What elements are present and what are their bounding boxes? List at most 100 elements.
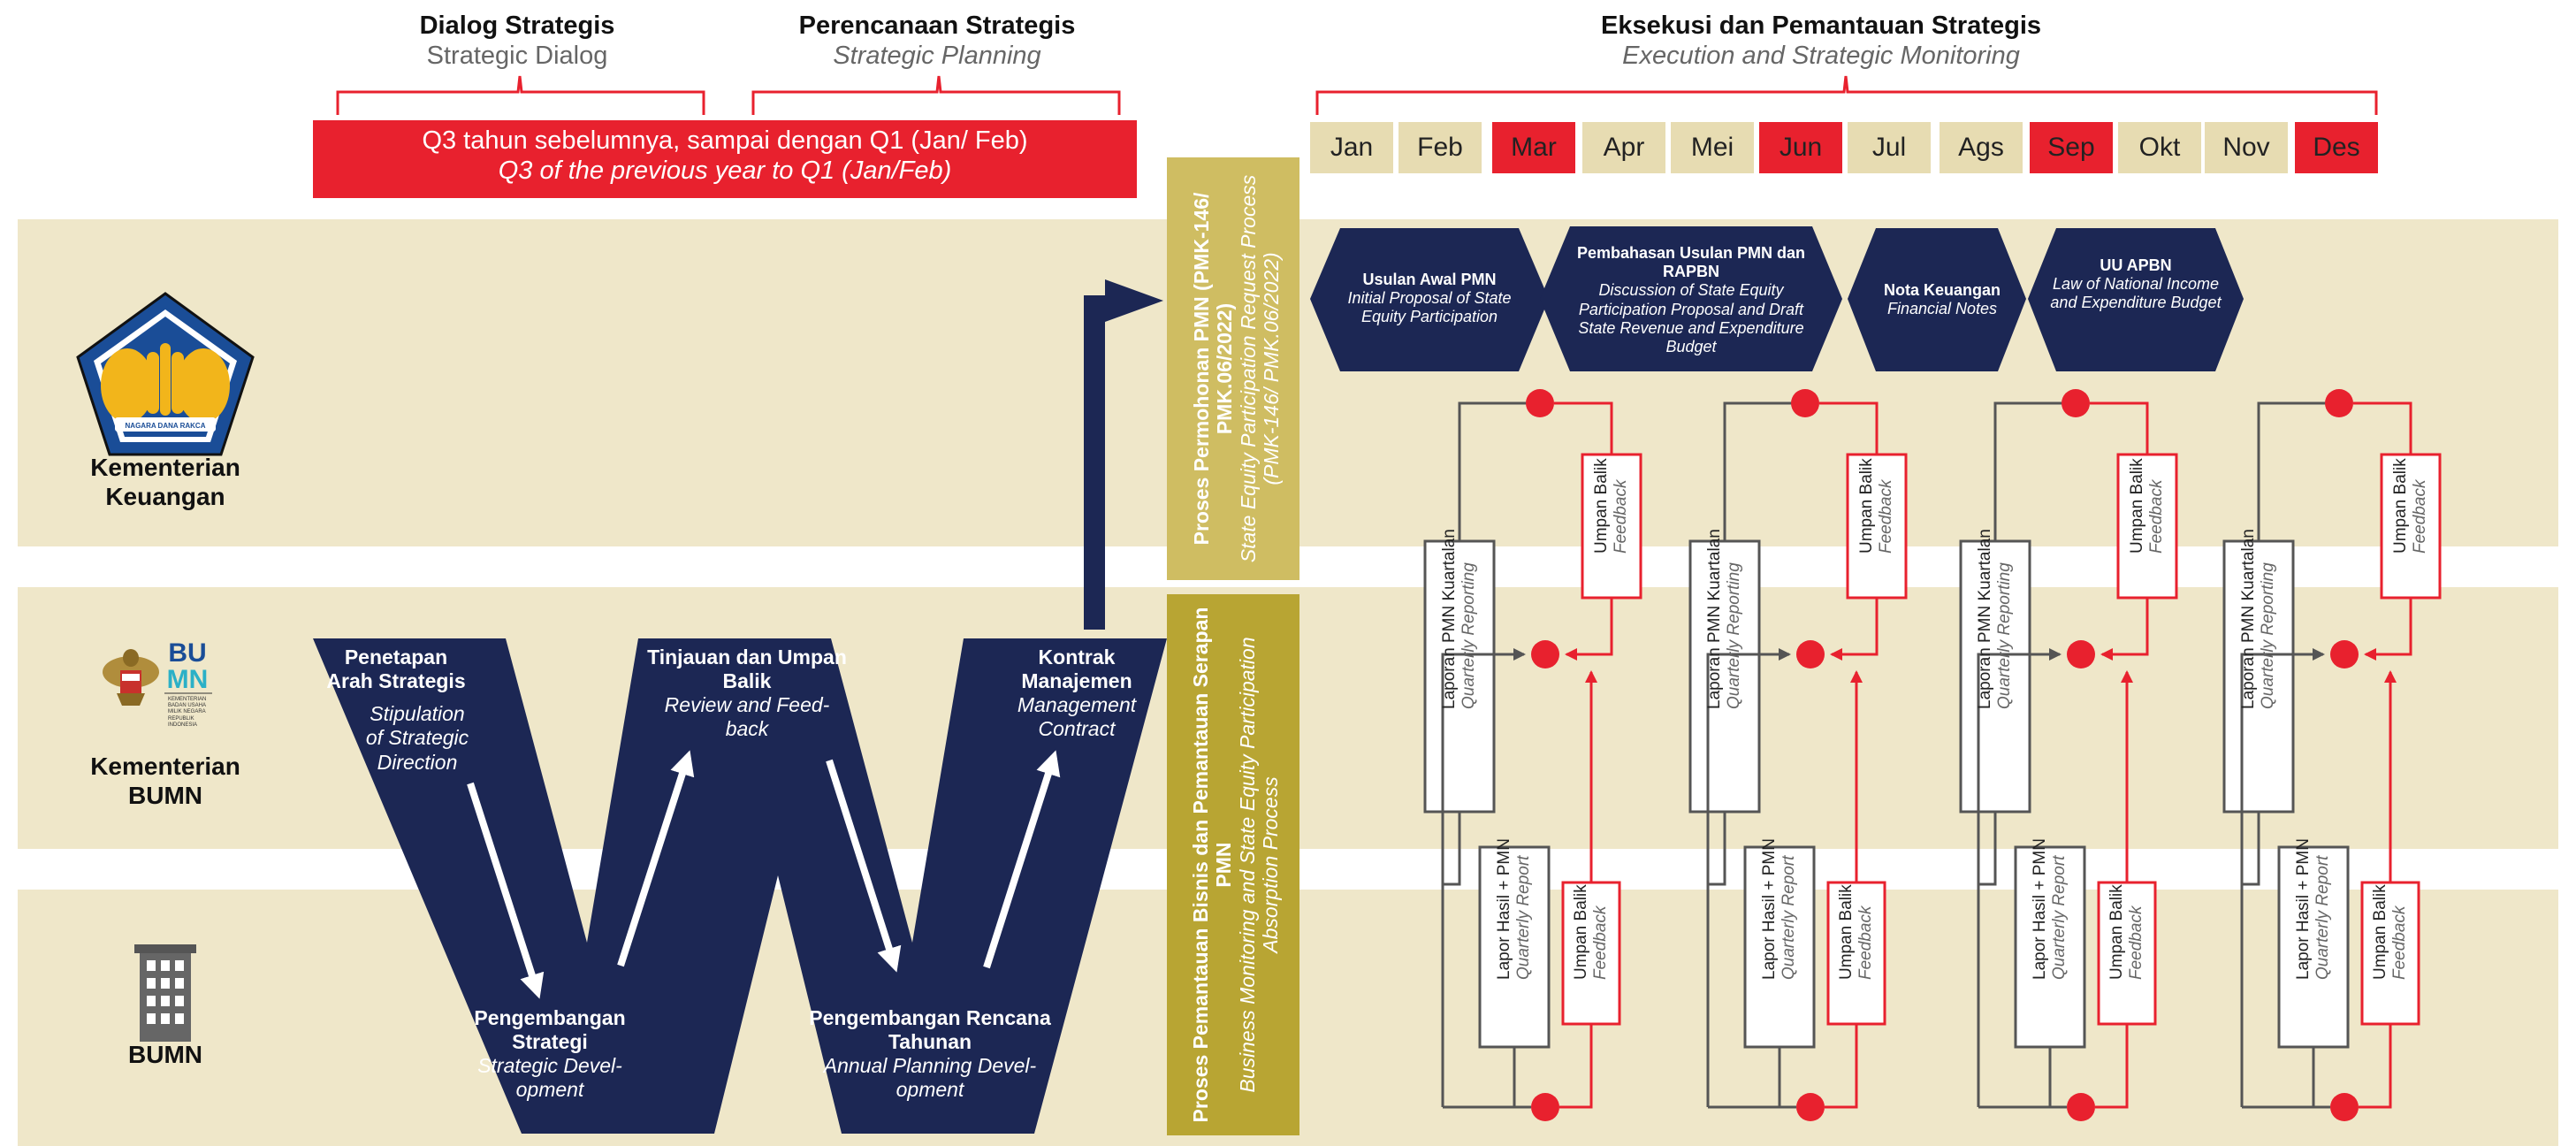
- connector: [1723, 401, 1800, 541]
- bottom-node: [1796, 1093, 1825, 1121]
- phase-planning-subtitle: Strategic Planning: [833, 42, 1041, 71]
- step-tinjauan: Tinjauan dan Umpan Balik Review and Feed…: [645, 646, 849, 742]
- connector: [1565, 598, 1613, 661]
- bottom-node: [2330, 1093, 2359, 1121]
- connector: [1559, 1024, 1593, 1109]
- monitoring-process-title: Proses Pemantauan Bisnis dan Pemantauan …: [1189, 607, 1236, 1123]
- month-cell-feb: [1399, 122, 1482, 173]
- quarterly-reporting-label-1-title: Laporan PMN Kuartalan: [1440, 529, 1459, 709]
- quarterly-report-label-3-title: Lapor Hasil + PMN: [2031, 838, 2050, 980]
- quarterly-report-label-1-title: Lapor Hasil + PMN: [1495, 838, 1514, 980]
- month-cell-des: [2295, 122, 2378, 173]
- feedback-bottom-label-1-title: Umpan Balik: [1572, 884, 1591, 980]
- month-cell-nov: [2205, 122, 2288, 173]
- milestone-3-subtitle: Financial Notes: [1886, 300, 1998, 318]
- dialog-bracket: [336, 75, 705, 115]
- milestone-1-shape: [1310, 228, 1549, 371]
- step-kontrak-subtitle: Management Contract: [1017, 693, 1137, 741]
- month-cell-mei: [1671, 122, 1754, 173]
- feedback-top-label-4-title: Umpan Balik: [2391, 458, 2411, 554]
- quarterly-reporting-label-1-subtitle: Quarterly Reporting: [1459, 562, 1479, 709]
- step-pengembangan-strategi-subtitle: Strategic Devel-opment: [477, 1054, 622, 1102]
- quarterly-reporting-label-3-subtitle: Quarterly Reporting: [1995, 562, 2015, 709]
- month-mar: Mar: [1511, 133, 1557, 162]
- feedback-bottom-label-4-subtitle: Feedback: [2390, 905, 2409, 980]
- month-des: Des: [2313, 133, 2360, 162]
- svg-text:BU: BU: [168, 638, 206, 668]
- month-okt: Okt: [2138, 133, 2181, 162]
- period-banner-line2: Q3 of the previous year to Q1 (Jan/Feb): [498, 157, 952, 186]
- feedback-top-label-4-subtitle: Feedback: [2411, 479, 2429, 554]
- milestone-2-subtitle: Discussion of State Equity Participation…: [1578, 281, 1804, 356]
- step-penetapan-subtitle: Stipulation of Strategic Direction: [365, 702, 469, 774]
- quarterly-reporting-label-2-subtitle: Quarterly Reporting: [1725, 562, 1744, 709]
- quarterly-report-box: [2277, 845, 2350, 1049]
- planning-bracket: [751, 75, 1121, 115]
- connector: [1819, 401, 1879, 455]
- period-banner-bg: [313, 120, 1137, 198]
- connector: [2364, 598, 2412, 661]
- phase-execution-title: Eksekusi dan Pemantauan Strategis: [1600, 11, 2042, 40]
- connector: [2353, 401, 2412, 455]
- row-label-bumn: BUMN: [128, 1041, 202, 1068]
- monitoring-process-label: Proses Pemantauan Bisnis dan Pemantauan …: [1189, 596, 1282, 1134]
- top-node: [1791, 389, 1819, 417]
- milestone-2-shape: [1540, 226, 1842, 371]
- feedback-box-top: [2116, 453, 2178, 600]
- connector: [2090, 401, 2149, 455]
- feedback-bottom-label-2-title: Umpan Balik: [1837, 884, 1856, 980]
- step-pengembangan-strategi: Pengembangan Strategi Strategic Devel-op…: [453, 1006, 647, 1103]
- connector: [2359, 1024, 2392, 1109]
- feedback-bottom-label-3-subtitle: Feedback: [2127, 905, 2145, 980]
- connector: [1830, 598, 1879, 661]
- step-tinjauan-title: Tinjauan dan Umpan Balik: [647, 646, 847, 693]
- month-jul: Jul: [1871, 133, 1907, 162]
- month-cell-jul: [1848, 122, 1931, 173]
- step-pengembangan-strategi-title: Pengembangan Strategi: [474, 1006, 626, 1054]
- top-node: [2325, 389, 2353, 417]
- milestone-4-title: UU APBN: [2100, 256, 2172, 274]
- month-mei: Mei: [1690, 133, 1734, 162]
- phase-execution: Eksekusi dan Pemantauan Strategis Execut…: [1503, 11, 2139, 71]
- milestone-4-subtitle: Law of National Income and Expenditure B…: [2050, 275, 2222, 312]
- middle-node: [2330, 640, 2359, 668]
- bottom-node: [1531, 1093, 1559, 1121]
- monitoring-bar: [1167, 594, 1299, 1135]
- middle-node: [1796, 640, 1825, 668]
- period-banner: Q3 tahun sebelumnya, sampai dengan Q1 (J…: [313, 126, 1137, 186]
- connector: [1554, 401, 1613, 455]
- milestone-1-subtitle: Initial Proposal of State Equity Partici…: [1347, 289, 1512, 326]
- feedback-top-label-1-subtitle: Feedback: [1612, 479, 1630, 554]
- connector: [1825, 1024, 1858, 1109]
- feedback-bottom-label-2-subtitle: Feedback: [1856, 905, 1875, 980]
- month-cell-sep: [2030, 122, 2113, 173]
- feedback-top-label-3-title: Umpan Balik: [2128, 458, 2147, 554]
- connector: [2257, 401, 2334, 541]
- quarterly-report-box: [2014, 845, 2086, 1049]
- step-kontrak-title: Kontrak Manajemen: [1021, 646, 1132, 693]
- connector: [1458, 401, 1535, 541]
- month-cell-okt: [2118, 122, 2201, 173]
- month-jan: Jan: [1330, 133, 1374, 162]
- step-kontrak: Kontrak Manajemen Management Contract: [988, 646, 1165, 742]
- milestone-2-title: Pembahasan Usulan PMN dan RAPBN: [1576, 244, 1806, 281]
- w-arrow-up-1: [617, 750, 695, 967]
- feedback-box-bottom: [1561, 881, 1621, 1026]
- step-pengembangan-rencana-subtitle: Annual Planning Devel-opment: [823, 1054, 1037, 1102]
- monitoring-process-subtitle: Business Monitoring and State Equity Par…: [1235, 637, 1283, 1093]
- month-cell-jan: [1310, 122, 1393, 173]
- phase-dialog-title: Dialog Strategis: [419, 11, 615, 40]
- bottom-node: [2067, 1093, 2095, 1121]
- month-cell-jun: [1759, 122, 1842, 173]
